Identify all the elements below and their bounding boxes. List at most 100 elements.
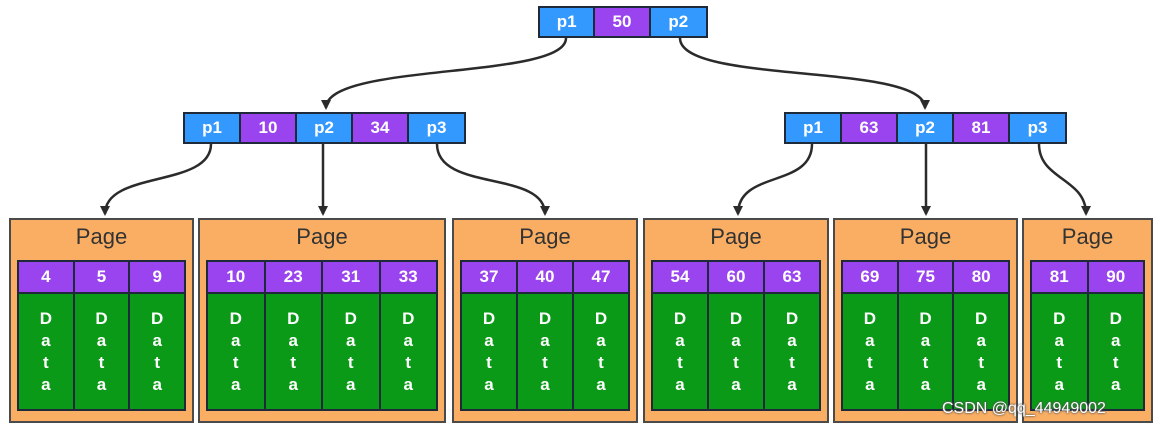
data-letter: a (1054, 374, 1064, 394)
data-letter: a (231, 374, 241, 394)
data-letter: a (865, 374, 875, 394)
right-key-81: 81 (954, 114, 1010, 142)
arrow-left-p1 (100, 143, 213, 216)
data-letter: D (673, 308, 687, 328)
data-letter: D (1109, 308, 1122, 328)
data-letter: t (733, 352, 739, 372)
left-pointer-p2: p2 (297, 114, 353, 142)
watermark: CSDN @qq_44949002 (942, 400, 1106, 417)
data-letter: D (729, 308, 743, 328)
data-letter: a (152, 374, 162, 394)
data-letter: t (677, 352, 683, 372)
data-letter: D (402, 308, 415, 328)
left-key-34: 34 (353, 114, 409, 142)
data-letter: a (596, 374, 606, 394)
data-letter: t (43, 352, 49, 372)
data-letter: D (538, 308, 552, 328)
data-letter: a (288, 330, 298, 350)
data-letter: a (484, 374, 494, 394)
data-letter: D (39, 308, 52, 328)
data-letter: t (789, 352, 795, 372)
entry-key: 5 (74, 262, 129, 294)
root-pointer-p1: p1 (540, 8, 596, 36)
internal-node-right: p1 63 p2 81 p3 (784, 112, 1067, 144)
data-letter: t (598, 352, 604, 372)
data-letter: t (1056, 352, 1063, 372)
data-letter: a (787, 330, 797, 350)
page-label: Page (899, 224, 952, 249)
data-letter: a (865, 330, 875, 350)
data-letter: a (1111, 330, 1121, 350)
data-letter: a (403, 330, 413, 350)
data-letter: a (152, 330, 162, 350)
data-letter: D (151, 308, 164, 328)
data-letter: a (288, 374, 298, 394)
entry-key: 54 (653, 262, 707, 294)
entry-key: 33 (380, 262, 436, 294)
arrow-root-p2 (678, 37, 930, 110)
data-letter: t (347, 352, 354, 372)
page-label: Page (710, 224, 762, 249)
data-letter: a (231, 330, 241, 350)
data-letter: t (232, 352, 239, 372)
data-letter: a (346, 330, 356, 350)
left-key-10: 10 (241, 114, 297, 142)
data-letter: D (975, 308, 988, 328)
data-letter: D (594, 308, 608, 328)
data-letter: t (290, 352, 297, 372)
data-letter: D (344, 308, 357, 328)
entry-key: 80 (954, 262, 1009, 294)
data-letter: a (41, 330, 51, 350)
data-letter: a (675, 330, 685, 350)
entry-key: 63 (765, 262, 819, 294)
arrow-left-p3 (435, 143, 550, 216)
data-letter: t (486, 352, 492, 372)
root-pointer-p2: p2 (650, 8, 706, 36)
data-letter: t (98, 352, 105, 372)
data-letter: D (785, 308, 799, 328)
data-letter: D (287, 308, 300, 328)
data-letter: t (542, 352, 548, 372)
page-label: Page (519, 224, 571, 249)
data-letter: a (1054, 330, 1064, 350)
internal-node-left: p1 10 p2 34 p3 (183, 112, 466, 144)
right-key-63: 63 (842, 114, 898, 142)
entry-key: 47 (574, 262, 628, 294)
data-letter: a (41, 374, 51, 394)
data-letter: D (919, 308, 932, 328)
